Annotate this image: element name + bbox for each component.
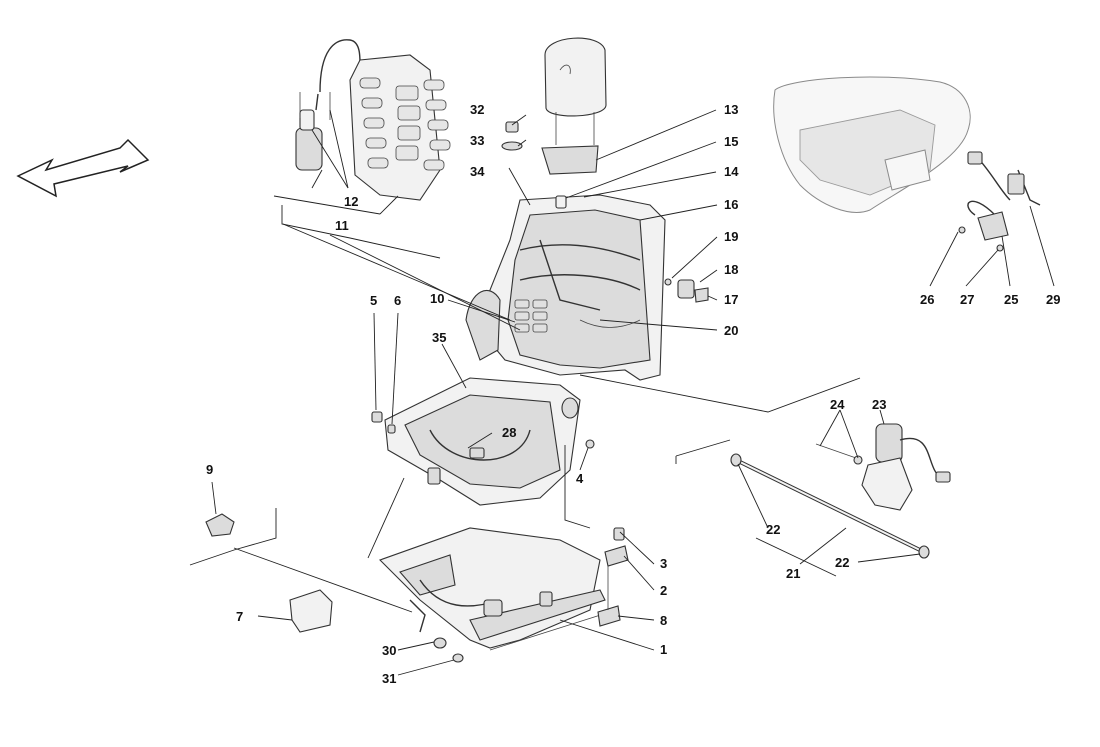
label-26: 26 xyxy=(920,292,934,307)
label-9: 9 xyxy=(206,462,213,477)
label-27: 27 xyxy=(960,292,974,307)
label-13: 13 xyxy=(724,102,738,117)
washers-30-31 xyxy=(433,637,464,663)
label-15: 15 xyxy=(724,134,738,149)
seat-motor xyxy=(815,423,951,511)
label-22a: 22 xyxy=(766,522,780,537)
label-23: 23 xyxy=(872,397,886,412)
label-34: 34 xyxy=(470,164,485,179)
label-5: 5 xyxy=(370,293,377,308)
label-8: 8 xyxy=(660,613,667,628)
connector-clip xyxy=(205,513,235,537)
label-20: 20 xyxy=(724,323,738,338)
drive-shaft xyxy=(730,453,930,559)
label-21: 21 xyxy=(786,566,800,581)
label-3: 3 xyxy=(660,556,667,571)
seat-track-assembly xyxy=(378,527,611,651)
headrest xyxy=(541,37,607,175)
label-12: 12 xyxy=(344,194,358,209)
label-19: 19 xyxy=(724,229,738,244)
seat-cushion-frame xyxy=(384,377,581,506)
label-1: 1 xyxy=(660,642,667,657)
label-25: 25 xyxy=(1004,292,1018,307)
label-29: 29 xyxy=(1046,292,1060,307)
label-22b: 22 xyxy=(835,555,849,570)
label-7: 7 xyxy=(236,609,243,624)
label-4: 4 xyxy=(576,471,584,486)
trim-cover xyxy=(289,589,333,633)
label-28: 28 xyxy=(502,425,516,440)
label-11: 11 xyxy=(335,218,349,233)
seat-back-frame xyxy=(465,194,666,381)
bolts xyxy=(371,411,595,449)
label-30: 30 xyxy=(382,643,396,658)
label-16: 16 xyxy=(724,197,738,212)
label-32: 32 xyxy=(470,102,484,117)
label-6: 6 xyxy=(394,293,401,308)
label-10: 10 xyxy=(430,291,444,306)
rail-brackets xyxy=(597,527,629,627)
label-2: 2 xyxy=(660,583,667,598)
lumbar-support-assembly xyxy=(295,39,451,201)
label-33: 33 xyxy=(470,133,484,148)
leader-lines xyxy=(189,109,1055,676)
label-17: 17 xyxy=(724,292,738,307)
reference-seat-cushion xyxy=(773,76,971,213)
direction-arrow-icon xyxy=(16,138,150,198)
label-18: 18 xyxy=(724,262,738,277)
label-31: 31 xyxy=(382,671,396,686)
cap-fastener xyxy=(501,121,523,151)
side-clips xyxy=(664,278,709,303)
label-35: 35 xyxy=(432,330,446,345)
label-14: 14 xyxy=(724,164,739,179)
label-24: 24 xyxy=(830,397,845,412)
callout-labels: 1 2 3 4 5 6 7 8 9 10 11 12 13 14 15 16 1… xyxy=(206,102,1060,686)
seat-control-module xyxy=(958,151,1041,252)
